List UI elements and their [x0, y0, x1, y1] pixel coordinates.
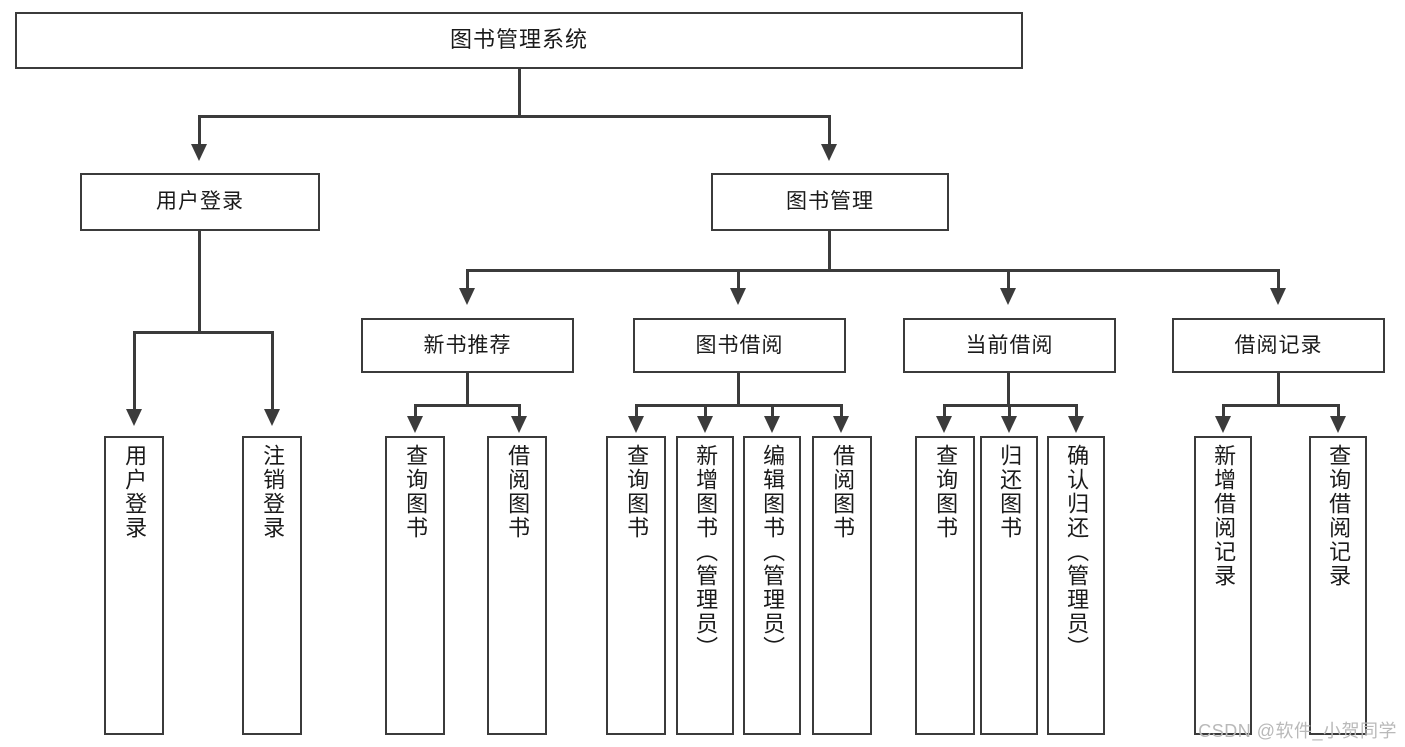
connector-login-to-leaf-2: [271, 331, 274, 412]
leaf-label: 注销登录: [260, 444, 286, 540]
node-label: 图书管理: [786, 190, 874, 214]
connector-bookmgmt-to-child-3: [1007, 269, 1010, 291]
node-label: 用户登录: [156, 190, 244, 214]
leaf-borrow-book-recommend[interactable]: 借阅图书: [487, 436, 547, 735]
connector-recommend-bar: [414, 404, 521, 407]
arrow-borrow-to-leaf-2: [697, 416, 713, 433]
node-book-borrow[interactable]: 图书借阅: [633, 318, 846, 373]
connector-root-to-login: [198, 115, 201, 147]
connector-login-stem: [198, 231, 201, 333]
node-label: 图书管理系统: [449, 27, 588, 53]
leaf-label: 查询图书: [624, 444, 650, 540]
arrow-bookmgmt-to-child-1: [459, 288, 475, 305]
leaf-label: 用户登录: [122, 444, 148, 540]
connector-record-bar: [1222, 404, 1340, 407]
connector-record-to-leaf-1: [1222, 404, 1225, 419]
connector-bookmgmt-stem: [828, 231, 831, 271]
connector-record-to-leaf-2: [1337, 404, 1340, 419]
leaf-return-book[interactable]: 归还图书: [980, 436, 1038, 735]
leaf-query-book-borrow[interactable]: 查询图书: [606, 436, 666, 735]
connector-borrow-to-leaf-1: [635, 404, 638, 419]
arrow-borrow-to-leaf-4: [833, 416, 849, 433]
leaf-add-borrow-record[interactable]: 新增借阅记录: [1194, 436, 1252, 735]
arrow-bookmgmt-to-child-3: [1000, 288, 1016, 305]
leaf-label: 查询图书: [933, 444, 959, 540]
leaf-query-book-current[interactable]: 查询图书: [915, 436, 975, 735]
arrow-bookmgmt-to-child-4: [1270, 288, 1286, 305]
leaf-query-book-recommend[interactable]: 查询图书: [385, 436, 445, 735]
arrow-bookmgmt-to-child-2: [730, 288, 746, 305]
connector-bookmgmt-to-child-4: [1277, 269, 1280, 291]
leaf-logout[interactable]: 注销登录: [242, 436, 302, 735]
connector-borrow-to-leaf-3: [771, 404, 774, 419]
connector-borrow-to-leaf-4: [840, 404, 843, 419]
connector-current-to-leaf-2: [1008, 404, 1011, 419]
node-user-login[interactable]: 用户登录: [80, 173, 320, 231]
connector-login-bar: [133, 331, 274, 334]
leaf-borrow-book[interactable]: 借阅图书: [812, 436, 872, 735]
node-new-book-recommend[interactable]: 新书推荐: [361, 318, 574, 373]
arrow-borrow-to-leaf-1: [628, 416, 644, 433]
arrow-recommend-to-leaf-2: [511, 416, 527, 433]
arrow-login-to-leaf-2: [264, 409, 280, 426]
connector-root-to-bookmgmt: [828, 115, 831, 147]
connector-root-bar: [198, 115, 831, 118]
leaf-label: 查询图书: [403, 444, 429, 540]
watermark-text: CSDN @软件_小贺同学: [1198, 721, 1397, 741]
leaf-add-book-admin[interactable]: 新增图书（管理员）: [676, 436, 734, 735]
node-book-management[interactable]: 图书管理: [711, 173, 949, 231]
arrow-record-to-leaf-1: [1215, 416, 1231, 433]
node-label: 新书推荐: [423, 333, 512, 357]
arrow-current-to-leaf-3: [1068, 416, 1084, 433]
node-root-system[interactable]: 图书管理系统: [15, 12, 1023, 69]
connector-record-stem: [1277, 373, 1280, 406]
connector-borrow-to-leaf-2: [704, 404, 707, 419]
leaf-query-borrow-record[interactable]: 查询借阅记录: [1309, 436, 1367, 735]
arrow-current-to-leaf-1: [936, 416, 952, 433]
leaf-label: 借阅图书: [505, 444, 531, 540]
node-borrow-record[interactable]: 借阅记录: [1172, 318, 1385, 373]
connector-bookmgmt-bar: [466, 269, 1280, 272]
arrow-recommend-to-leaf-1: [407, 416, 423, 433]
connector-recommend-stem: [466, 373, 469, 406]
leaf-label: 新增借阅记录: [1211, 444, 1237, 588]
node-current-borrow[interactable]: 当前借阅: [903, 318, 1116, 373]
leaf-label: 归还图书: [997, 444, 1023, 540]
arrow-record-to-leaf-2: [1330, 416, 1346, 433]
leaf-label: 新增图书（管理员）: [693, 444, 719, 660]
arrow-login-to-leaf-1: [126, 409, 142, 426]
connector-current-to-leaf-1: [943, 404, 946, 419]
leaf-edit-book-admin[interactable]: 编辑图书（管理员）: [743, 436, 801, 735]
connector-login-to-leaf-1: [133, 331, 136, 412]
arrow-current-to-leaf-2: [1001, 416, 1017, 433]
leaf-label: 确认归还（管理员）: [1064, 444, 1090, 660]
leaf-label: 借阅图书: [830, 444, 856, 540]
connector-borrow-stem: [737, 373, 740, 406]
arrow-borrow-to-leaf-3: [764, 416, 780, 433]
node-label: 当前借阅: [965, 333, 1054, 357]
connector-recommend-to-leaf-2: [518, 404, 521, 419]
node-label: 借阅记录: [1234, 333, 1323, 357]
arrow-root-to-login: [191, 144, 207, 161]
connector-current-to-leaf-3: [1075, 404, 1078, 419]
connector-bookmgmt-to-child-1: [466, 269, 469, 291]
arrow-root-to-bookmgmt: [821, 144, 837, 161]
leaf-label: 查询借阅记录: [1326, 444, 1352, 588]
leaf-label: 编辑图书（管理员）: [760, 444, 786, 660]
leaf-user-login[interactable]: 用户登录: [104, 436, 164, 735]
connector-root-stem: [518, 69, 521, 116]
connector-current-stem: [1007, 373, 1010, 406]
connector-bookmgmt-to-child-2: [737, 269, 740, 291]
node-label: 图书借阅: [695, 333, 784, 357]
connector-recommend-to-leaf-1: [414, 404, 417, 419]
connector-borrow-bar: [635, 404, 843, 407]
leaf-confirm-return-admin[interactable]: 确认归还（管理员）: [1047, 436, 1105, 735]
